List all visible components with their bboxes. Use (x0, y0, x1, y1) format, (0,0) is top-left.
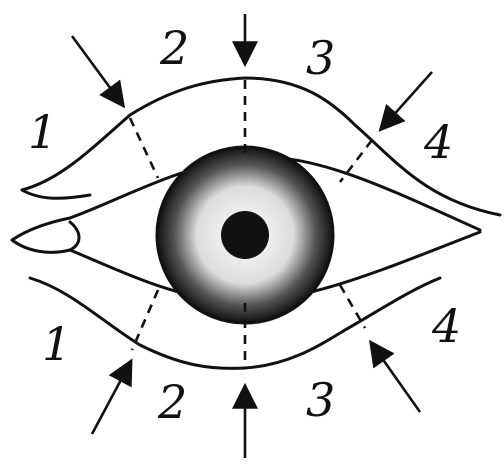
upper-eyelid-fold-inner (22, 190, 90, 198)
lower-label-2: 2 (157, 375, 187, 429)
lower-label-3: 3 (306, 373, 335, 427)
lower-division-1-2 (132, 290, 158, 350)
upper-arrow-1-2 (72, 36, 122, 104)
lower-arrow-3-4 (372, 344, 420, 412)
upper-division-1-2 (130, 118, 158, 178)
medial-canthus (12, 218, 70, 252)
upper-label-3: 3 (306, 31, 335, 85)
caruncle (70, 222, 79, 250)
upper-label-4: 4 (423, 115, 453, 169)
upper-label-1: 1 (28, 105, 57, 159)
lower-label-1: 1 (42, 317, 71, 371)
upper-label-2: 2 (159, 21, 189, 75)
lower-label-4: 4 (431, 299, 461, 353)
pupil (221, 211, 269, 259)
lower-arrow-1-2 (92, 363, 130, 434)
